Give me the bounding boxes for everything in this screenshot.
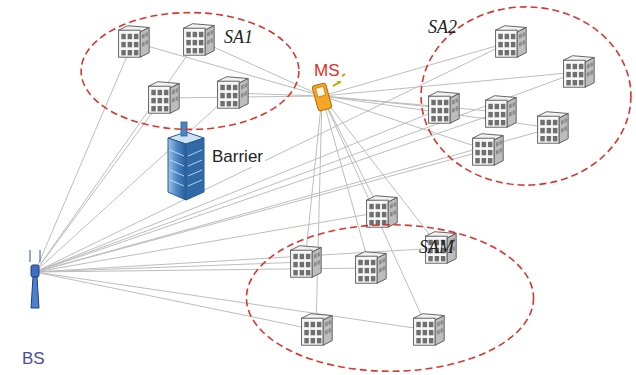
building-icon	[486, 96, 517, 128]
building-icon	[302, 314, 333, 346]
scatter-area: SA1	[80, 12, 300, 130]
base-station-antenna	[30, 250, 40, 308]
radio-path	[35, 40, 198, 272]
radio-path	[35, 72, 578, 272]
area-label: SAM	[417, 238, 456, 258]
dashed-ellipse	[245, 224, 535, 372]
building-icon	[291, 246, 322, 278]
area-label: SA2	[426, 18, 459, 38]
building-icon	[564, 56, 595, 87]
radio-path	[35, 150, 487, 272]
radio-path	[316, 96, 322, 330]
building-icon	[473, 134, 504, 166]
scatter-area: SA2	[420, 6, 632, 186]
radio-path	[322, 96, 500, 112]
barrier-label: Barrier	[210, 148, 265, 167]
scatter-area: SAM	[245, 224, 535, 372]
radio-path	[35, 112, 500, 272]
radio-path	[322, 96, 381, 212]
building-icon	[119, 26, 150, 58]
building-icon	[414, 314, 445, 346]
radio-path	[322, 96, 487, 150]
dashed-ellipse	[80, 12, 300, 130]
radio-path	[322, 96, 370, 268]
radio-path	[35, 42, 510, 272]
building-icon	[149, 82, 180, 114]
radio-path	[35, 108, 443, 272]
building-icon	[218, 77, 249, 109]
radio-path	[35, 272, 316, 330]
building-icon	[538, 112, 569, 144]
building-icon	[367, 196, 398, 228]
building-icon	[184, 24, 215, 56]
radio-links	[35, 40, 578, 330]
radio-path	[198, 40, 322, 96]
station-label: BS	[20, 350, 47, 369]
radio-path	[322, 96, 440, 248]
building-icon	[356, 252, 387, 284]
station-label: MS	[312, 62, 342, 81]
radio-path	[322, 96, 428, 330]
area-label: SA1	[222, 28, 255, 48]
radio-path	[35, 42, 133, 272]
building-icon	[496, 26, 527, 58]
barrier-building	[168, 122, 204, 200]
radio-path	[35, 212, 381, 272]
radio-path	[322, 42, 510, 96]
building-icon	[429, 92, 460, 124]
